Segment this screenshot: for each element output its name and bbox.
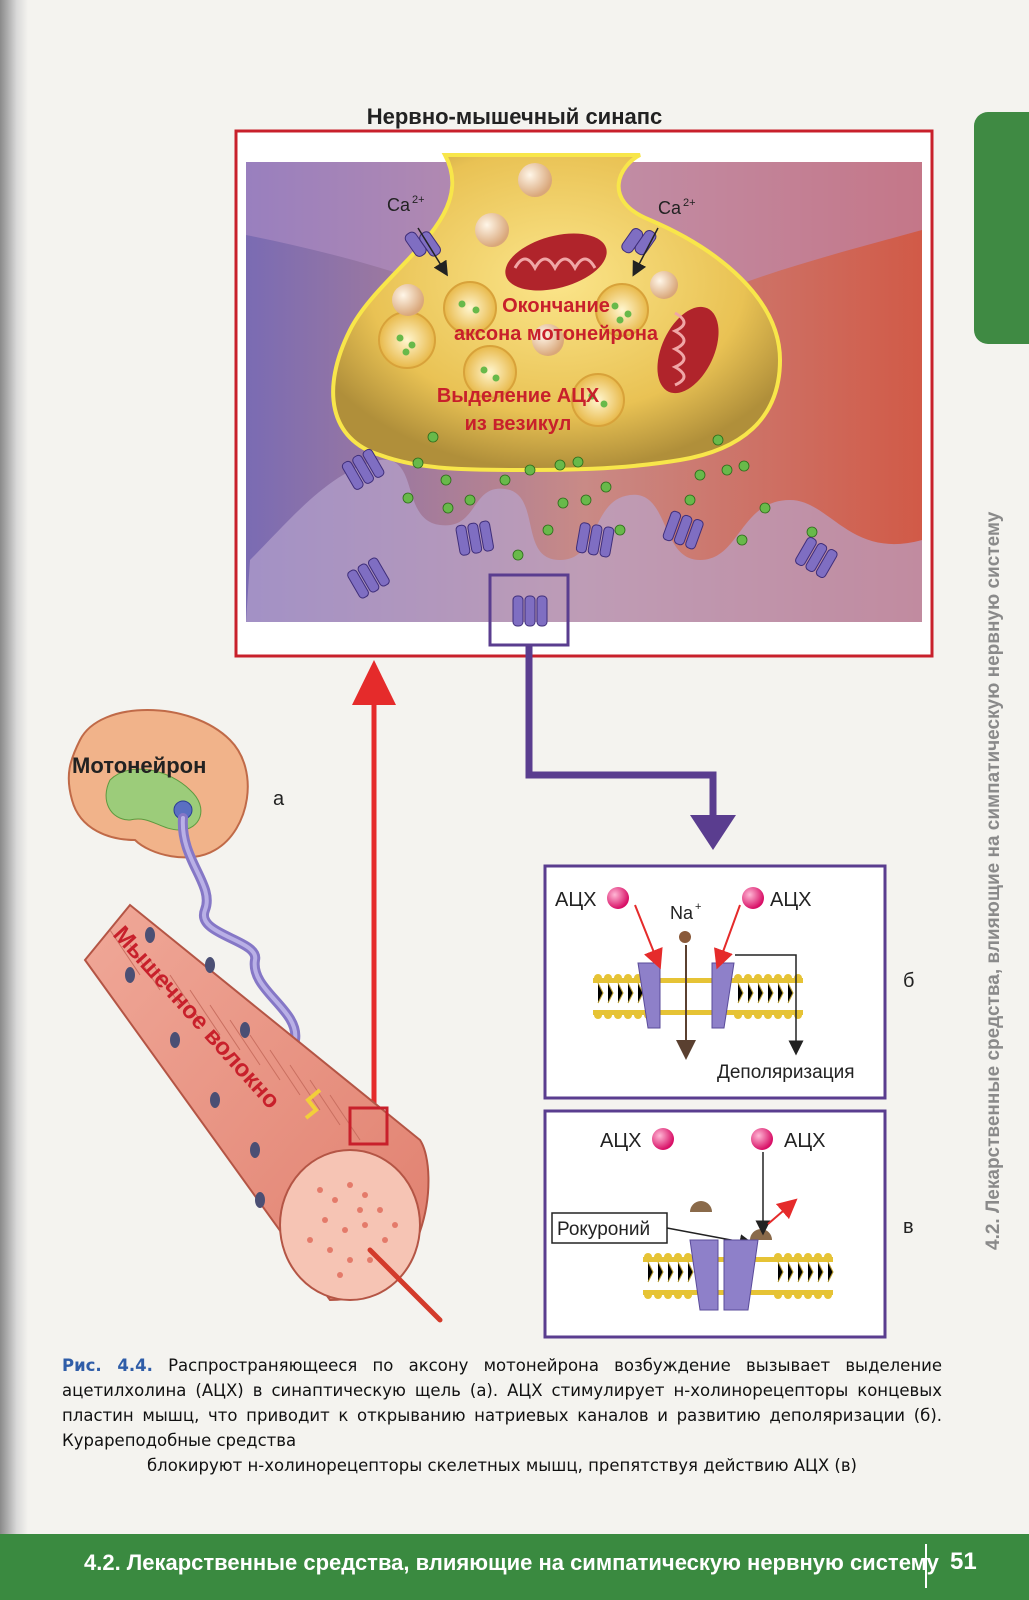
ca-left-label: Ca — [387, 195, 411, 215]
vesicle — [595, 283, 649, 337]
caption-text-last: блокируют н-холинорецепторы скелетных мы… — [147, 1456, 857, 1475]
na-ion — [679, 931, 691, 943]
muscle-fiber: Мышечное волокно — [83, 903, 443, 1323]
depolarization-arrow — [735, 954, 804, 1056]
vesicle — [443, 281, 497, 335]
ca-influx-arrow — [417, 227, 448, 277]
endplate-zoom-box — [348, 1106, 389, 1146]
spinal-cord: Мотонейрон а — [67, 709, 285, 859]
na-charge: + — [695, 901, 701, 913]
zoom-connector-arrowhead — [690, 815, 736, 850]
panel-b: АЦХ АЦХ Na + Деполяризация б — [543, 864, 914, 1100]
diagram-title: Нервно-мышечный синапс — [366, 104, 663, 129]
vesicle — [463, 345, 517, 399]
panel-c: АЦХ АЦХ Рокуроний в — [543, 1109, 914, 1339]
blocker-label-box — [551, 1212, 668, 1244]
myofibrils — [307, 1182, 398, 1278]
fiber-nuclei — [125, 927, 265, 1208]
vesicle — [571, 373, 625, 427]
ach-repelled-arrow — [767, 1198, 798, 1225]
ach-right-label: АЦХ — [784, 1130, 825, 1152]
receptor-closed-left — [689, 1239, 719, 1311]
terminal-label-2: аксона мотонейрона — [454, 323, 659, 345]
fiber-nerve-probe — [367, 1247, 443, 1323]
ach-bind-arrow-left — [634, 904, 663, 970]
ach-ball-left — [607, 887, 629, 909]
striations — [109, 929, 361, 1141]
receptor-closed-right — [723, 1239, 759, 1311]
ca-left-charge: 2+ — [412, 194, 425, 206]
ach-ball-right — [751, 1128, 773, 1150]
page-gutter-shadow — [0, 0, 28, 1600]
depolarization-label: Деполяризация — [717, 1062, 855, 1083]
excitation-arrowhead — [352, 660, 396, 705]
synapse-panel: Ca 2+ Ca 2+ — [234, 129, 934, 658]
footer-section-title: 4.2. Лекарственные средства, влияющие на… — [84, 1550, 939, 1575]
granule — [518, 163, 552, 197]
ca-channel-right — [621, 228, 657, 256]
ach-left-label: АЦХ — [600, 1130, 641, 1152]
mitochondrion-cristae — [513, 257, 597, 272]
motoneuron-label: Мотонейрон — [72, 753, 206, 778]
granule — [475, 213, 509, 247]
ach-ball-left — [652, 1128, 674, 1150]
ach-bind-arrow-right — [714, 904, 741, 970]
mitochondrion — [505, 233, 607, 291]
muscle-folds — [246, 459, 922, 622]
vesicle — [378, 311, 436, 369]
panel-c-letter: в — [903, 1216, 914, 1238]
blocker-molecule — [690, 1201, 712, 1212]
granule — [392, 284, 424, 316]
vesicle-contents — [396, 300, 632, 408]
figure-caption: Рис. 4.4. Распространяющееся по аксону м… — [62, 1353, 942, 1478]
zoom-connector-line — [525, 645, 717, 820]
receptors — [341, 448, 838, 627]
chapter-side-tab — [974, 112, 1029, 344]
release-label-2: из везикул — [465, 413, 572, 435]
blocker-label: Рокуроний — [557, 1219, 650, 1240]
mitochondrion — [657, 306, 719, 394]
granule — [532, 324, 564, 356]
na-label: Na — [670, 903, 694, 923]
panel-a-letter: а — [273, 788, 285, 810]
page-footer: 4.2. Лекарственные средства, влияющие на… — [0, 1534, 1029, 1600]
ca-right-label: Ca — [658, 198, 682, 218]
figure-label: Рис. 4.4. — [62, 1356, 153, 1375]
ca-right-charge: 2+ — [683, 197, 696, 209]
panel-b-letter: б — [903, 970, 914, 992]
granule — [650, 271, 678, 299]
ach-right-label: АЦХ — [770, 889, 811, 911]
ach-left-label: АЦХ — [555, 889, 596, 911]
mitochondrion-cristae — [671, 311, 686, 387]
ca-influx-arrow — [632, 227, 659, 277]
release-label-1: Выделение АЦХ — [437, 385, 600, 407]
footer-divider — [925, 1544, 927, 1588]
endplate-branch — [304, 1088, 322, 1120]
ach-molecules — [402, 431, 818, 561]
caption-text: Распространяющееся по аксону мотонейрона… — [62, 1356, 942, 1450]
ach-ball-right — [742, 887, 764, 909]
page-number: 51 — [950, 1548, 977, 1575]
terminal-label-1: Окончание — [502, 295, 610, 317]
